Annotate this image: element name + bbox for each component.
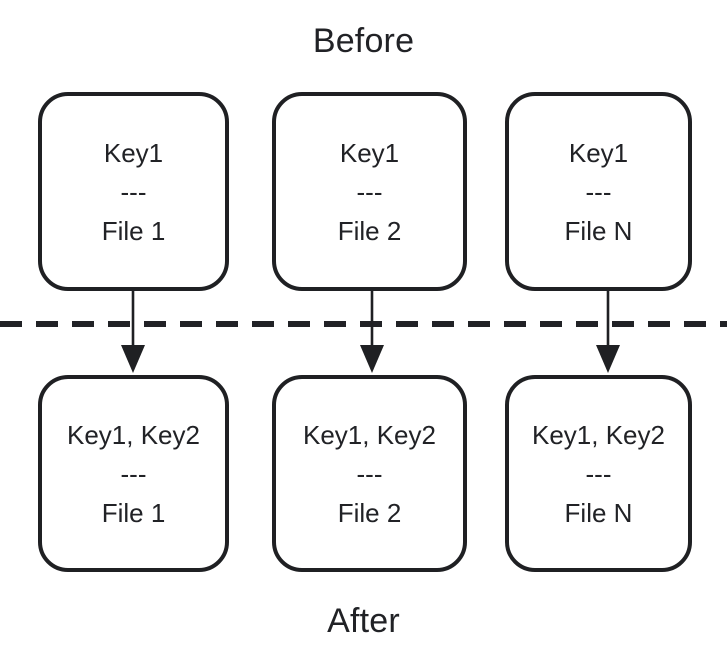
before-node-1-separator: ---	[120, 176, 147, 207]
arrow-connector-1	[121, 289, 145, 373]
after-node-1-separator: ---	[120, 458, 147, 489]
before-node-3-separator: ---	[585, 176, 612, 207]
after-node-1: Key1, Key2 --- File 1	[38, 375, 229, 572]
before-node-2-keys: Key1	[339, 137, 400, 168]
before-node-3: Key1 --- File N	[505, 92, 692, 291]
before-node-2-separator: ---	[356, 176, 383, 207]
before-node-1: Key1 --- File 1	[38, 92, 229, 291]
before-node-3-file: File N	[564, 215, 633, 246]
before-node-2: Key1 --- File 2	[272, 92, 467, 291]
before-node-3-keys: Key1	[568, 137, 629, 168]
after-node-2-separator: ---	[356, 458, 383, 489]
after-node-3-file: File N	[564, 497, 633, 528]
after-node-3-separator: ---	[585, 458, 612, 489]
before-node-1-keys: Key1	[103, 137, 164, 168]
after-node-2-file: File 2	[337, 497, 402, 528]
before-stage-title: Before	[312, 22, 415, 60]
before-node-2-file: File 2	[337, 215, 402, 246]
after-node-3-keys: Key1, Key2	[532, 419, 665, 450]
after-node-2-keys: Key1, Key2	[303, 419, 436, 450]
after-node-1-keys: Key1, Key2	[67, 419, 200, 450]
arrow-connector-2	[360, 289, 384, 373]
after-node-2: Key1, Key2 --- File 2	[272, 375, 467, 572]
arrow-connector-3	[596, 289, 620, 373]
after-stage-title: After	[327, 602, 400, 640]
after-node-3: Key1, Key2 --- File N	[505, 375, 692, 572]
before-node-1-file: File 1	[101, 215, 166, 246]
after-node-1-file: File 1	[101, 497, 166, 528]
before-after-dashed-divider	[0, 321, 727, 327]
